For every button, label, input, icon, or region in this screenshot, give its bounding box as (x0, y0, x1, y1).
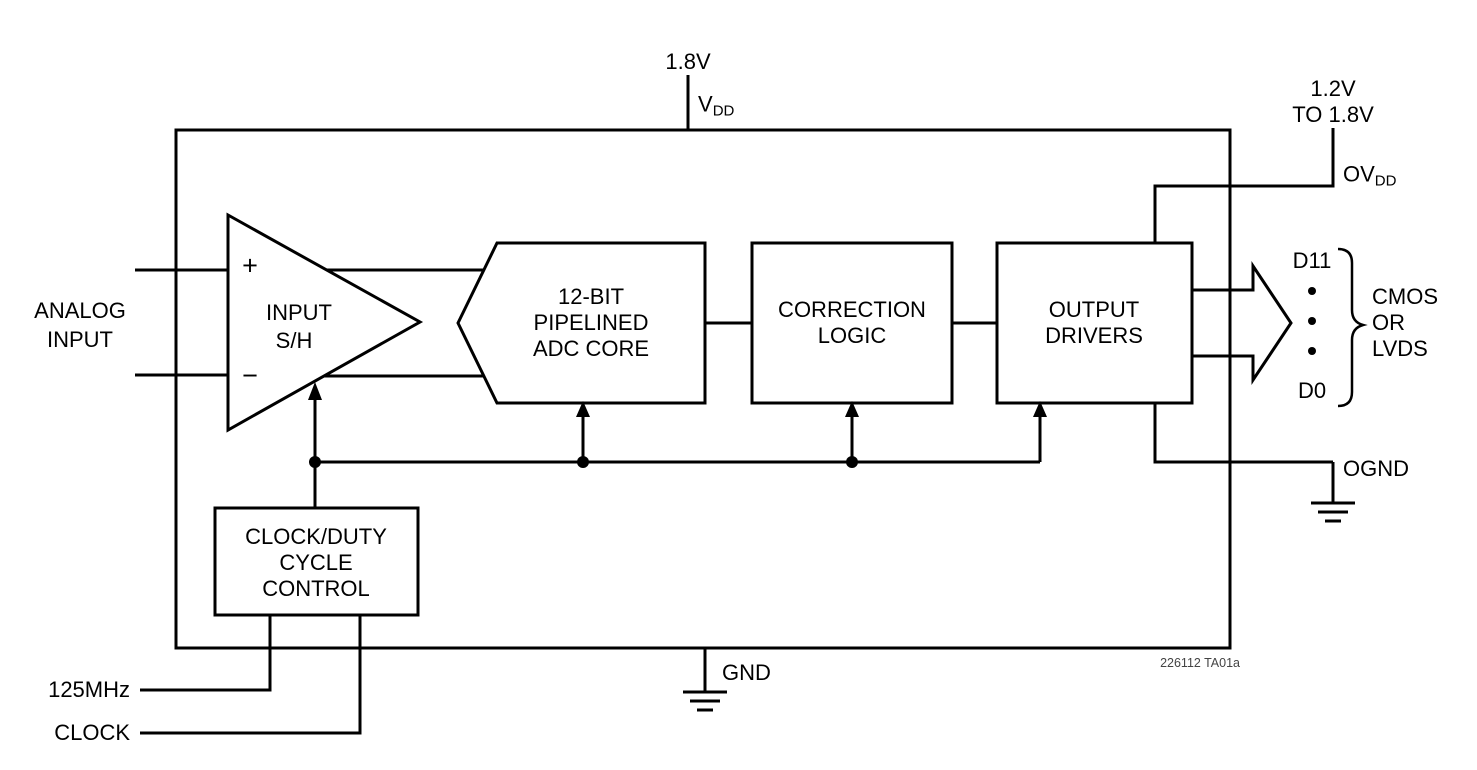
bus-ellipsis-dot (1308, 287, 1316, 295)
output-drivers-label-line2: DRIVERS (1045, 323, 1143, 348)
junction-dot (577, 456, 589, 468)
frequency-input-label: 125MHz (48, 677, 130, 702)
frequency-input-line (140, 615, 272, 692)
figure-code: 226112 TA01a (1160, 655, 1240, 670)
bus-lsb-label: D0 (1297, 378, 1327, 403)
ognd-pin-label: OGND (1343, 456, 1409, 481)
ovdd-pin-subscript: DD (1374, 172, 1397, 190)
vdd-voltage-label: 1.8V (665, 49, 711, 74)
junction-dot (309, 456, 321, 468)
ovdd-pin-label: OVDD (1343, 161, 1397, 190)
bus-msb-label: D11 (1292, 248, 1332, 273)
vdd-pin-label: VDD (698, 91, 735, 120)
input-sh-triangle (226, 212, 424, 433)
input-sh-label-line1: INPUT (266, 300, 332, 325)
ovdd-pin-name: OV (1343, 161, 1375, 187)
ognd-line (1153, 403, 1333, 464)
ognd-ground-symbol (1311, 462, 1355, 523)
correction-logic-label-line2: LOGIC (817, 323, 887, 348)
ovdd-voltage-line1: 1.2V (1310, 76, 1356, 101)
analog-input-label-line2: INPUT (47, 327, 113, 352)
clock-input-line (140, 615, 362, 735)
analog-input-label-line1: ANALOG (34, 298, 126, 323)
ovdd-supply-line (1153, 128, 1335, 243)
clock-to-sh-arrowhead (308, 382, 322, 400)
bus-ellipsis-dot (1308, 347, 1316, 355)
clock-control-label-line3: CONTROL (262, 576, 370, 601)
ovdd-voltage-line2: TO 1.8V (1292, 102, 1374, 127)
gnd-pin-label: GND (722, 660, 771, 685)
vdd-pin-name: V (698, 91, 713, 117)
adc-core-block-outline (456, 241, 707, 405)
minus-terminal-label: − (242, 360, 258, 391)
output-drivers-label-line1: OUTPUT (1048, 297, 1140, 322)
clock-input-label: CLOCK (54, 720, 130, 745)
adc-core-label-line2: PIPELINED (533, 310, 649, 335)
adc-core-label-line3: ADC CORE (532, 336, 650, 361)
clock-feed-correction-arrowhead (845, 401, 859, 417)
clock-control-label-line2: CYCLE (279, 550, 353, 575)
plus-terminal-label: + (242, 250, 258, 281)
output-bus-arrow (1190, 261, 1293, 385)
clock-feed-adc-arrowhead (576, 401, 590, 417)
clock-control-label-line1: CLOCK/DUTY (245, 524, 387, 549)
bus-brace (1337, 247, 1368, 408)
input-sh-label-line2: S/H (275, 328, 313, 353)
bus-standard-label-line3: LVDS (1372, 336, 1428, 361)
vdd-pin-subscript: DD (712, 102, 735, 120)
adc-core-label-line1: 12-BIT (557, 284, 625, 309)
bus-ellipsis-dot (1308, 317, 1316, 325)
bus-standard-label-line1: CMOS (1372, 284, 1438, 309)
gnd-ground-symbol (683, 648, 727, 712)
clock-feed-drivers-arrowhead (1033, 401, 1047, 417)
clock-control-block-outline (213, 506, 420, 617)
bus-standard-label-line2: OR (1372, 310, 1405, 335)
junction-dot (846, 456, 858, 468)
chip-boundary (174, 128, 1232, 650)
correction-logic-label-line1: CORRECTION (778, 297, 926, 322)
